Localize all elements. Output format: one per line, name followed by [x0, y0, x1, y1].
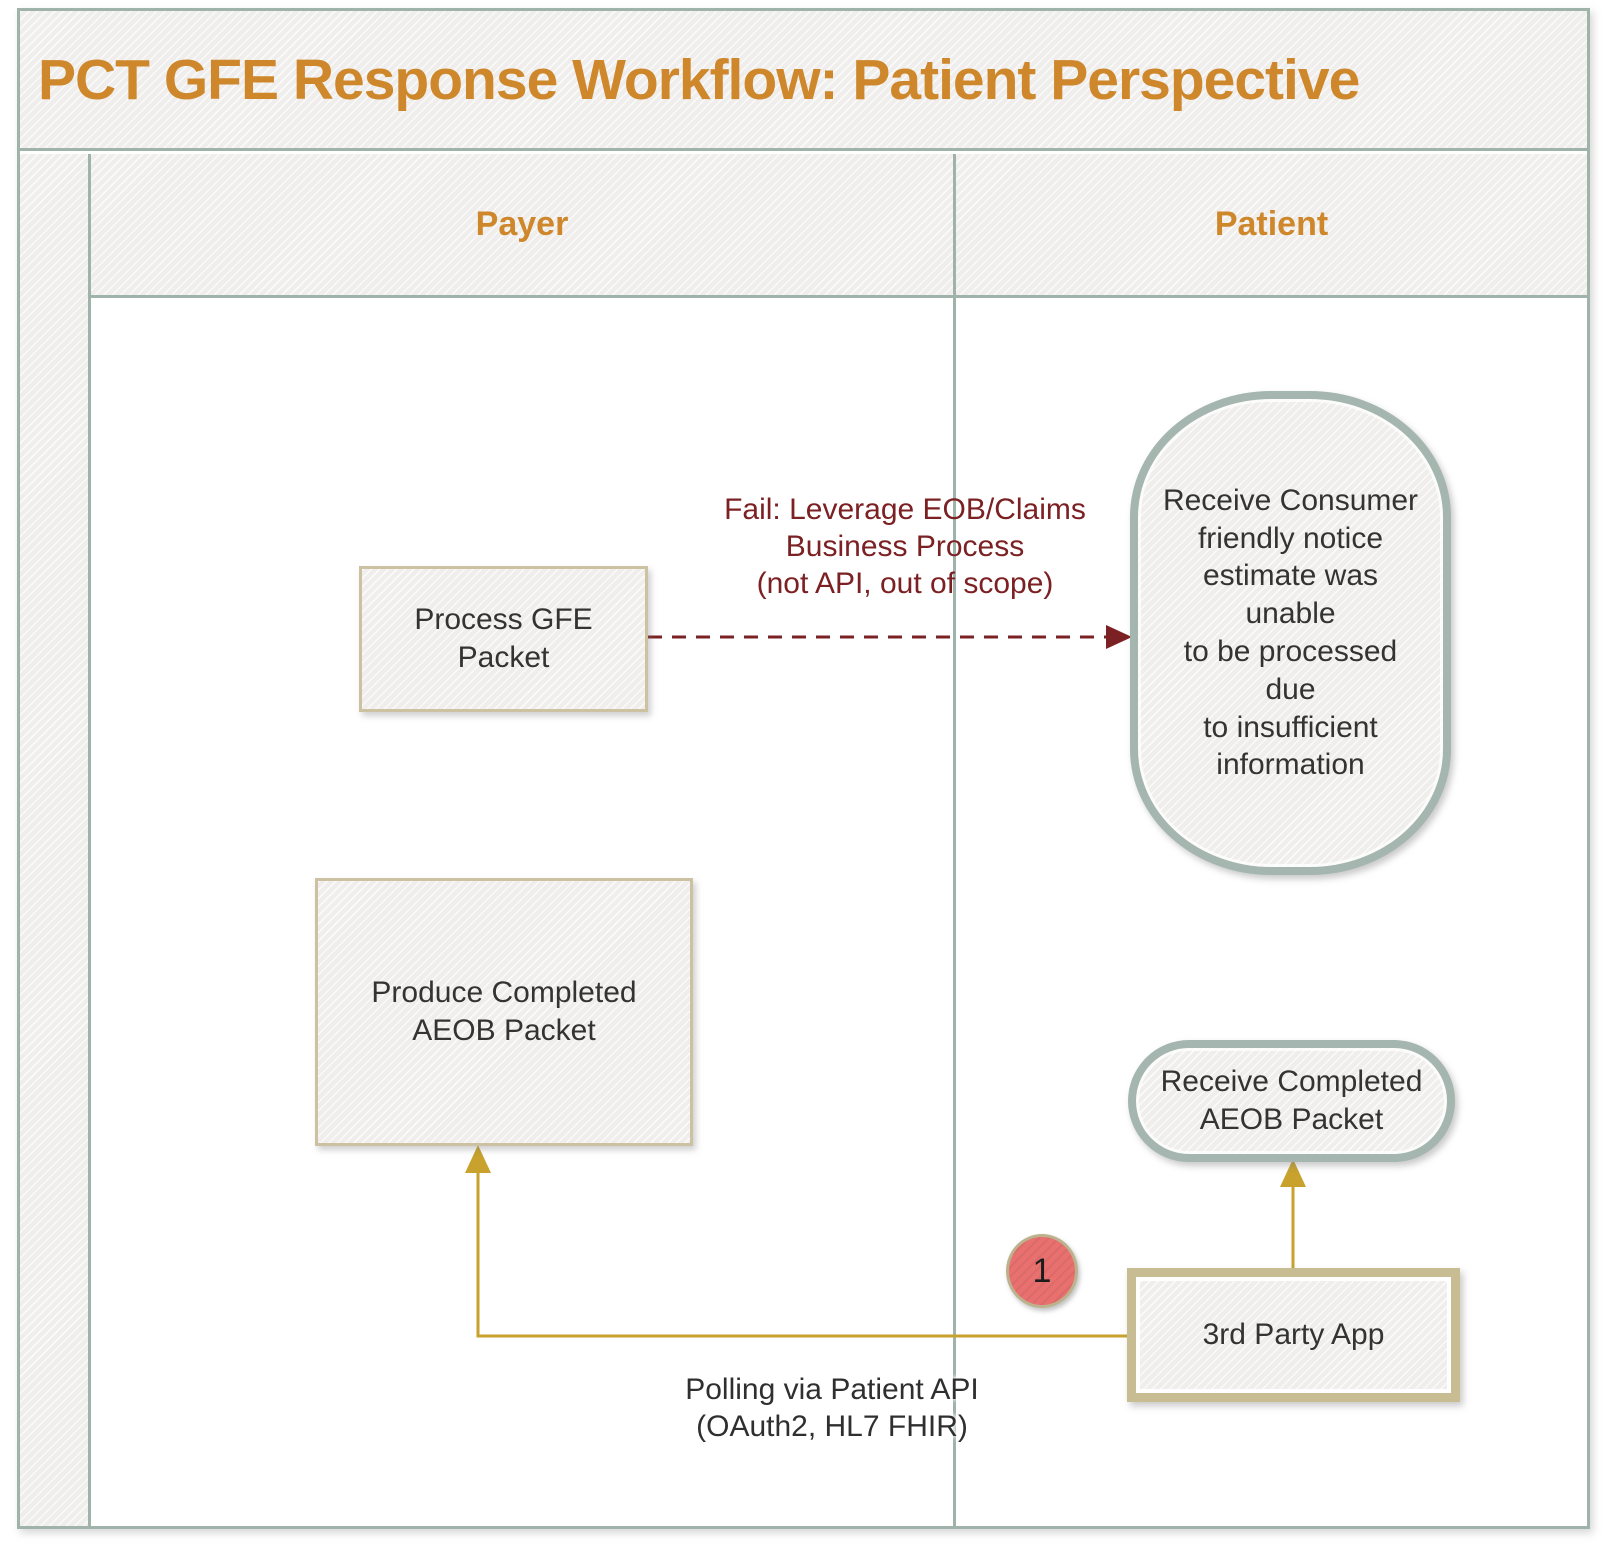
lane-label-patient: Patient — [1214, 205, 1329, 243]
swimlane-title-column — [20, 154, 91, 1526]
diagram-frame: PCT GFE Response Workflow: Patient Persp… — [17, 8, 1590, 1529]
step-1-number: 1 — [1032, 1251, 1052, 1290]
node-label: Process GFE Packet — [414, 603, 593, 674]
fail-edge-label: Fail: Leverage EOB/Claims Business Proce… — [724, 493, 1086, 600]
lane-header-patient: Patient — [956, 154, 1587, 298]
lane-divider — [953, 154, 956, 1526]
polling-edge-label: Polling via Patient API (OAuth2, HL7 FHI… — [685, 1373, 979, 1443]
fail-connector — [648, 625, 1132, 649]
node-label: 3rd Party App — [1202, 1318, 1385, 1352]
title-band: PCT GFE Response Workflow: Patient Persp… — [20, 11, 1587, 151]
diagram-title: PCT GFE Response Workflow: Patient Persp… — [38, 47, 1360, 112]
node-produce-completed-aeob-packet: Produce Completed AEOB Packet — [315, 878, 693, 1146]
node-label: Produce Completed AEOB Packet — [371, 976, 637, 1047]
node-third-party-app: 3rd Party App — [1127, 1268, 1460, 1402]
lane-header-payer: Payer — [91, 154, 953, 298]
node-label: Receive Completed AEOB Packet — [1160, 1065, 1423, 1136]
receive-connector — [1280, 1159, 1306, 1268]
fail-arrowhead — [1106, 625, 1132, 649]
step-1-badge: 1 — [1006, 1234, 1078, 1308]
node-receive-completed-aeob-packet: Receive Completed AEOB Packet — [1128, 1040, 1455, 1162]
node-label: Receive Consumer friendly notice estimat… — [1162, 483, 1419, 782]
node-receive-consumer-notice: Receive Consumer friendly notice estimat… — [1130, 391, 1451, 875]
lane-label-payer: Payer — [475, 205, 569, 243]
node-process-gfe-packet: Process GFE Packet — [359, 566, 648, 712]
polling-arrowhead — [465, 1145, 491, 1173]
receive-arrowhead — [1280, 1159, 1306, 1187]
